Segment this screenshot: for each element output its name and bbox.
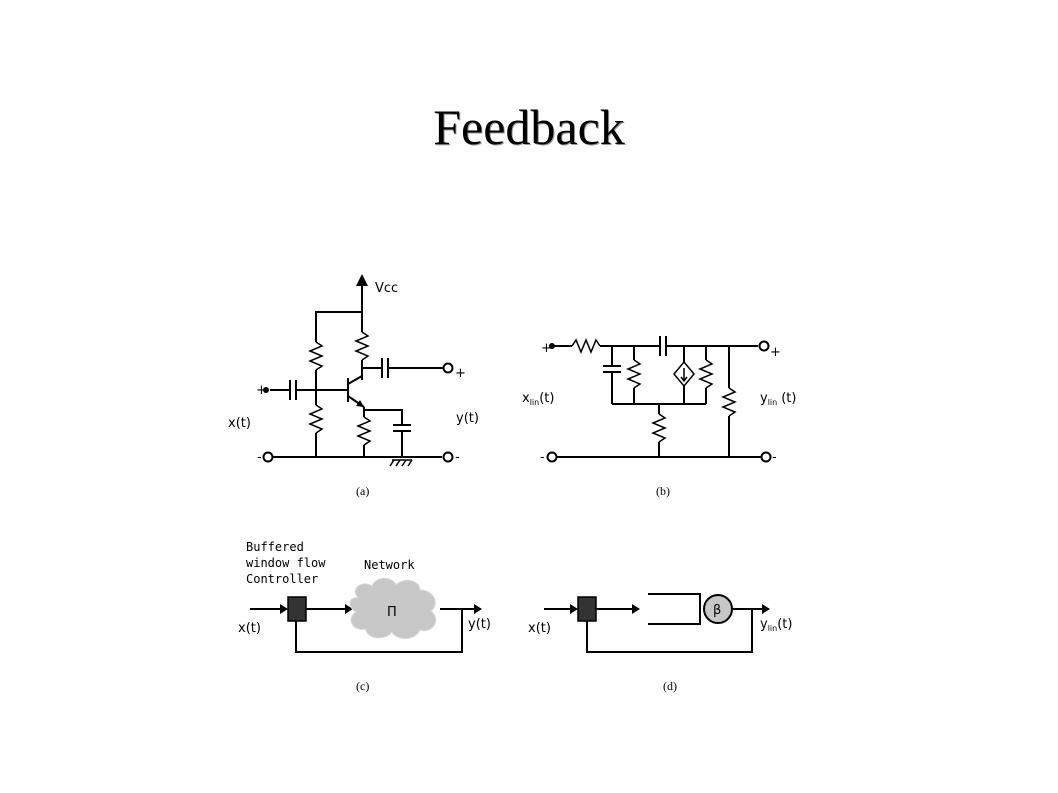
circuit-b-minus-out: - xyxy=(772,450,777,465)
diagram-d: β x(t) ylin(t) (d) xyxy=(528,593,792,693)
diagram-c: Buffered window flow Controller Network … xyxy=(238,540,491,693)
controller-label-line2: window flow xyxy=(246,556,326,570)
caption-a: (a) xyxy=(356,484,369,498)
vcc-label: Vcc xyxy=(375,281,398,296)
network-cloud-icon xyxy=(349,577,437,639)
server-symbol: β xyxy=(713,603,721,618)
circuit-a-input-label: x(t) xyxy=(228,416,251,431)
circuit-a-output-label: y(t) xyxy=(456,411,479,426)
circuit-b-plus-in: + xyxy=(541,341,552,356)
diagram-c-input-label: x(t) xyxy=(238,621,261,636)
circuit-a-plus-in: + xyxy=(256,383,267,398)
diagram-d-output-label: ylin(t) xyxy=(760,617,792,633)
controller-label-line3: Controller xyxy=(246,572,318,586)
caption-c: (c) xyxy=(356,679,369,693)
circuit-b-output-label: ylin(t) xyxy=(760,391,796,407)
caption-b: (b) xyxy=(656,484,670,498)
network-symbol: Π xyxy=(387,605,397,620)
circuit-b: + - + - xlin(t) ylin(t) (b) xyxy=(522,336,796,498)
network-label: Network xyxy=(364,558,415,572)
slide-title: Feedback xyxy=(433,99,625,155)
circuit-b-plus-out: + xyxy=(770,345,781,360)
circuit-a-minus-out: - xyxy=(455,450,460,465)
circuit-b-input-label: xlin(t) xyxy=(522,391,554,407)
controller-label-line1: Buffered xyxy=(246,540,304,554)
diagram-d-input-label: x(t) xyxy=(528,621,551,636)
circuit-a-minus-in: - xyxy=(257,450,262,465)
window-flow-controller-box xyxy=(287,596,307,622)
diagram-c-output-label: y(t) xyxy=(468,617,491,632)
circuit-a: Vcc + - + - x(t) y(t) (a) xyxy=(228,274,479,498)
caption-d: (d) xyxy=(663,679,677,693)
circuit-b-minus-in: - xyxy=(540,450,545,465)
controller-box xyxy=(577,596,597,622)
circuit-a-plus-out: + xyxy=(455,366,466,381)
